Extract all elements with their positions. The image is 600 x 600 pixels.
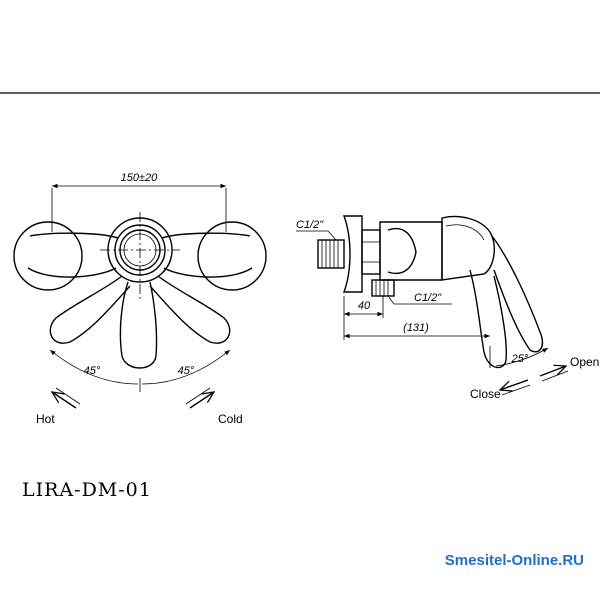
angle-right-label: 45° — [178, 365, 195, 377]
model-label: LIRA-DM-01 — [22, 479, 152, 501]
thread-top-label: C1/2" — [296, 219, 324, 231]
dim-40-label: 40 — [358, 300, 371, 312]
angle-left-label: 45° — [84, 365, 101, 377]
dim-131-label: (131) — [403, 322, 429, 334]
front-view: 150±20 45° 45° Hot — [13, 172, 267, 426]
width-dimension: 150±20 — [121, 172, 159, 184]
angle-25-label: 25° — [511, 353, 529, 365]
side-view: C1/2" C1/2" 40 (131) 25° Open Close — [296, 215, 599, 401]
close-label: Close — [470, 387, 501, 401]
thread-bottom-label: C1/2" — [414, 292, 442, 304]
hot-label: Hot — [36, 412, 55, 426]
open-label: Open — [570, 355, 599, 369]
cold-label: Cold — [218, 412, 243, 426]
watermark-text: Smesitel-Online.RU — [445, 552, 584, 569]
